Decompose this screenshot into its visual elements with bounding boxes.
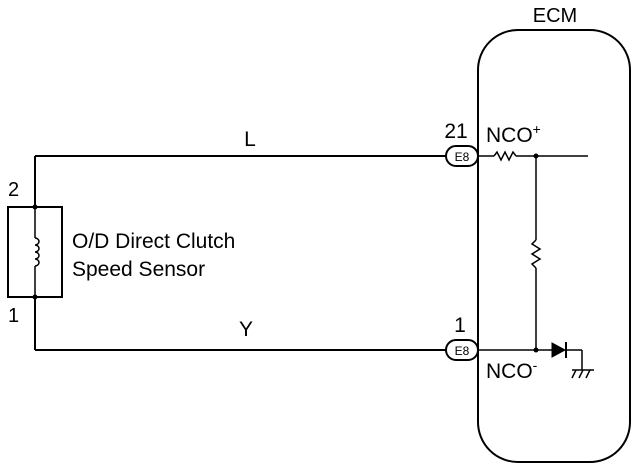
- sensor-node-top: [32, 204, 38, 210]
- ecm-label: ECM: [533, 5, 577, 27]
- sensor-pin-top: 2: [8, 179, 19, 201]
- terminal-bottom-label: NCO-: [486, 357, 538, 383]
- wire-label-bottom: Y: [239, 318, 253, 341]
- terminal-top-label: NCO+: [486, 121, 541, 147]
- connector-bottom-pin: 1: [454, 314, 466, 337]
- sensor-pin-bottom: 1: [8, 305, 19, 327]
- connector-top-pin: 21: [444, 120, 467, 143]
- diode-icon: [551, 342, 567, 358]
- terminal-bottom-sign: -: [533, 357, 538, 373]
- ground-icon: [571, 369, 594, 379]
- terminal-top-sign: +: [533, 121, 541, 137]
- ecm-box: [477, 29, 631, 463]
- terminal-bottom-name: NCO: [486, 360, 533, 383]
- connector-bottom-code: E8: [455, 344, 470, 358]
- wire-label-top: L: [244, 128, 256, 151]
- series-resistor-icon: [493, 150, 517, 162]
- shunt-resistor-icon: [530, 239, 542, 269]
- sensor-name-line2: Speed Sensor: [72, 258, 205, 281]
- node-bottom-junction: [533, 347, 539, 353]
- terminal-top-name: NCO: [486, 124, 533, 147]
- sensor-node-bottom: [32, 294, 38, 300]
- sensor-name-line1: O/D Direct Clutch: [72, 230, 235, 253]
- coil-icon: [34, 237, 40, 267]
- connector-top-code: E8: [455, 150, 470, 164]
